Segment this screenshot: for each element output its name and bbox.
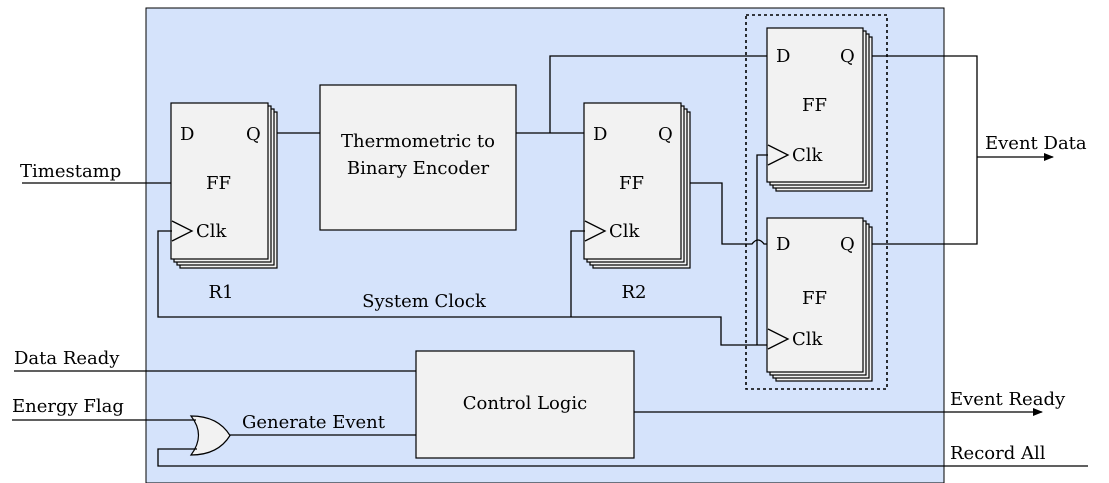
r2-q-pin: Q (658, 124, 673, 145)
ff-bottom: D Q FF Clk (766, 217, 873, 382)
record-all-label: Record All (950, 443, 1046, 464)
generate-event-label: Generate Event (242, 412, 386, 433)
ff-top-clock-wire (756, 154, 768, 345)
ff-top-output-wire (872, 55, 978, 245)
r2-clk-pin: Clk (609, 221, 641, 242)
register-r2: D Q FF Clk R2 (583, 102, 691, 303)
r1-name: R1 (208, 282, 233, 303)
r2-name: R2 (621, 282, 646, 303)
ff-top-clock-triangle (767, 144, 790, 166)
ff-top-d-pin: D (776, 46, 790, 67)
r2-ff-label: FF (619, 173, 644, 194)
r1-ff-label: FF (206, 173, 231, 194)
event-data-label: Event Data (985, 133, 1087, 154)
encoder-to-ff-top-wire (549, 55, 767, 133)
ff-bottom-ff-label: FF (802, 288, 827, 309)
energy-flag-label: Energy Flag (12, 396, 124, 417)
r1-clock-wire (157, 230, 767, 346)
control-logic-block: Control Logic (415, 350, 635, 459)
r1-clock-triangle (171, 220, 194, 242)
control-logic-label: Control Logic (463, 393, 588, 414)
ff-top: D Q FF Clk (766, 27, 873, 192)
ff-top-clk-pin: Clk (792, 145, 824, 166)
ff-top-ff-label: FF (802, 95, 827, 116)
r1-clk-pin: Clk (196, 221, 228, 242)
r2-clock-triangle (584, 220, 607, 242)
ff-bottom-d-pin: D (776, 234, 790, 255)
output-ff-group (745, 14, 888, 390)
ff-top-q-pin: Q (840, 46, 855, 67)
register-r1: D Q FF Clk R1 (170, 102, 278, 303)
r2-d-pin: D (593, 124, 607, 145)
record-all-wire (157, 448, 1088, 467)
r1-d-pin: D (180, 124, 194, 145)
ff-bottom-clock-triangle (767, 328, 790, 350)
timestamp-label: Timestamp (20, 161, 121, 182)
event-ready-label: Event Ready (950, 389, 1066, 410)
ff-bottom-q-pin: Q (840, 234, 855, 255)
r2-clock-wire (570, 230, 585, 317)
encoder-block: Thermometric to Binary Encoder (319, 84, 517, 231)
system-clock-label: System Clock (362, 291, 487, 312)
ff-bottom-clk-pin: Clk (792, 329, 824, 350)
or-gate-icon (189, 415, 231, 456)
r1-q-pin: Q (246, 124, 261, 145)
encoder-label-line2: Binary Encoder (347, 158, 490, 179)
encoder-label-line1: Thermometric to (341, 131, 495, 152)
data-ready-label: Data Ready (14, 348, 120, 369)
